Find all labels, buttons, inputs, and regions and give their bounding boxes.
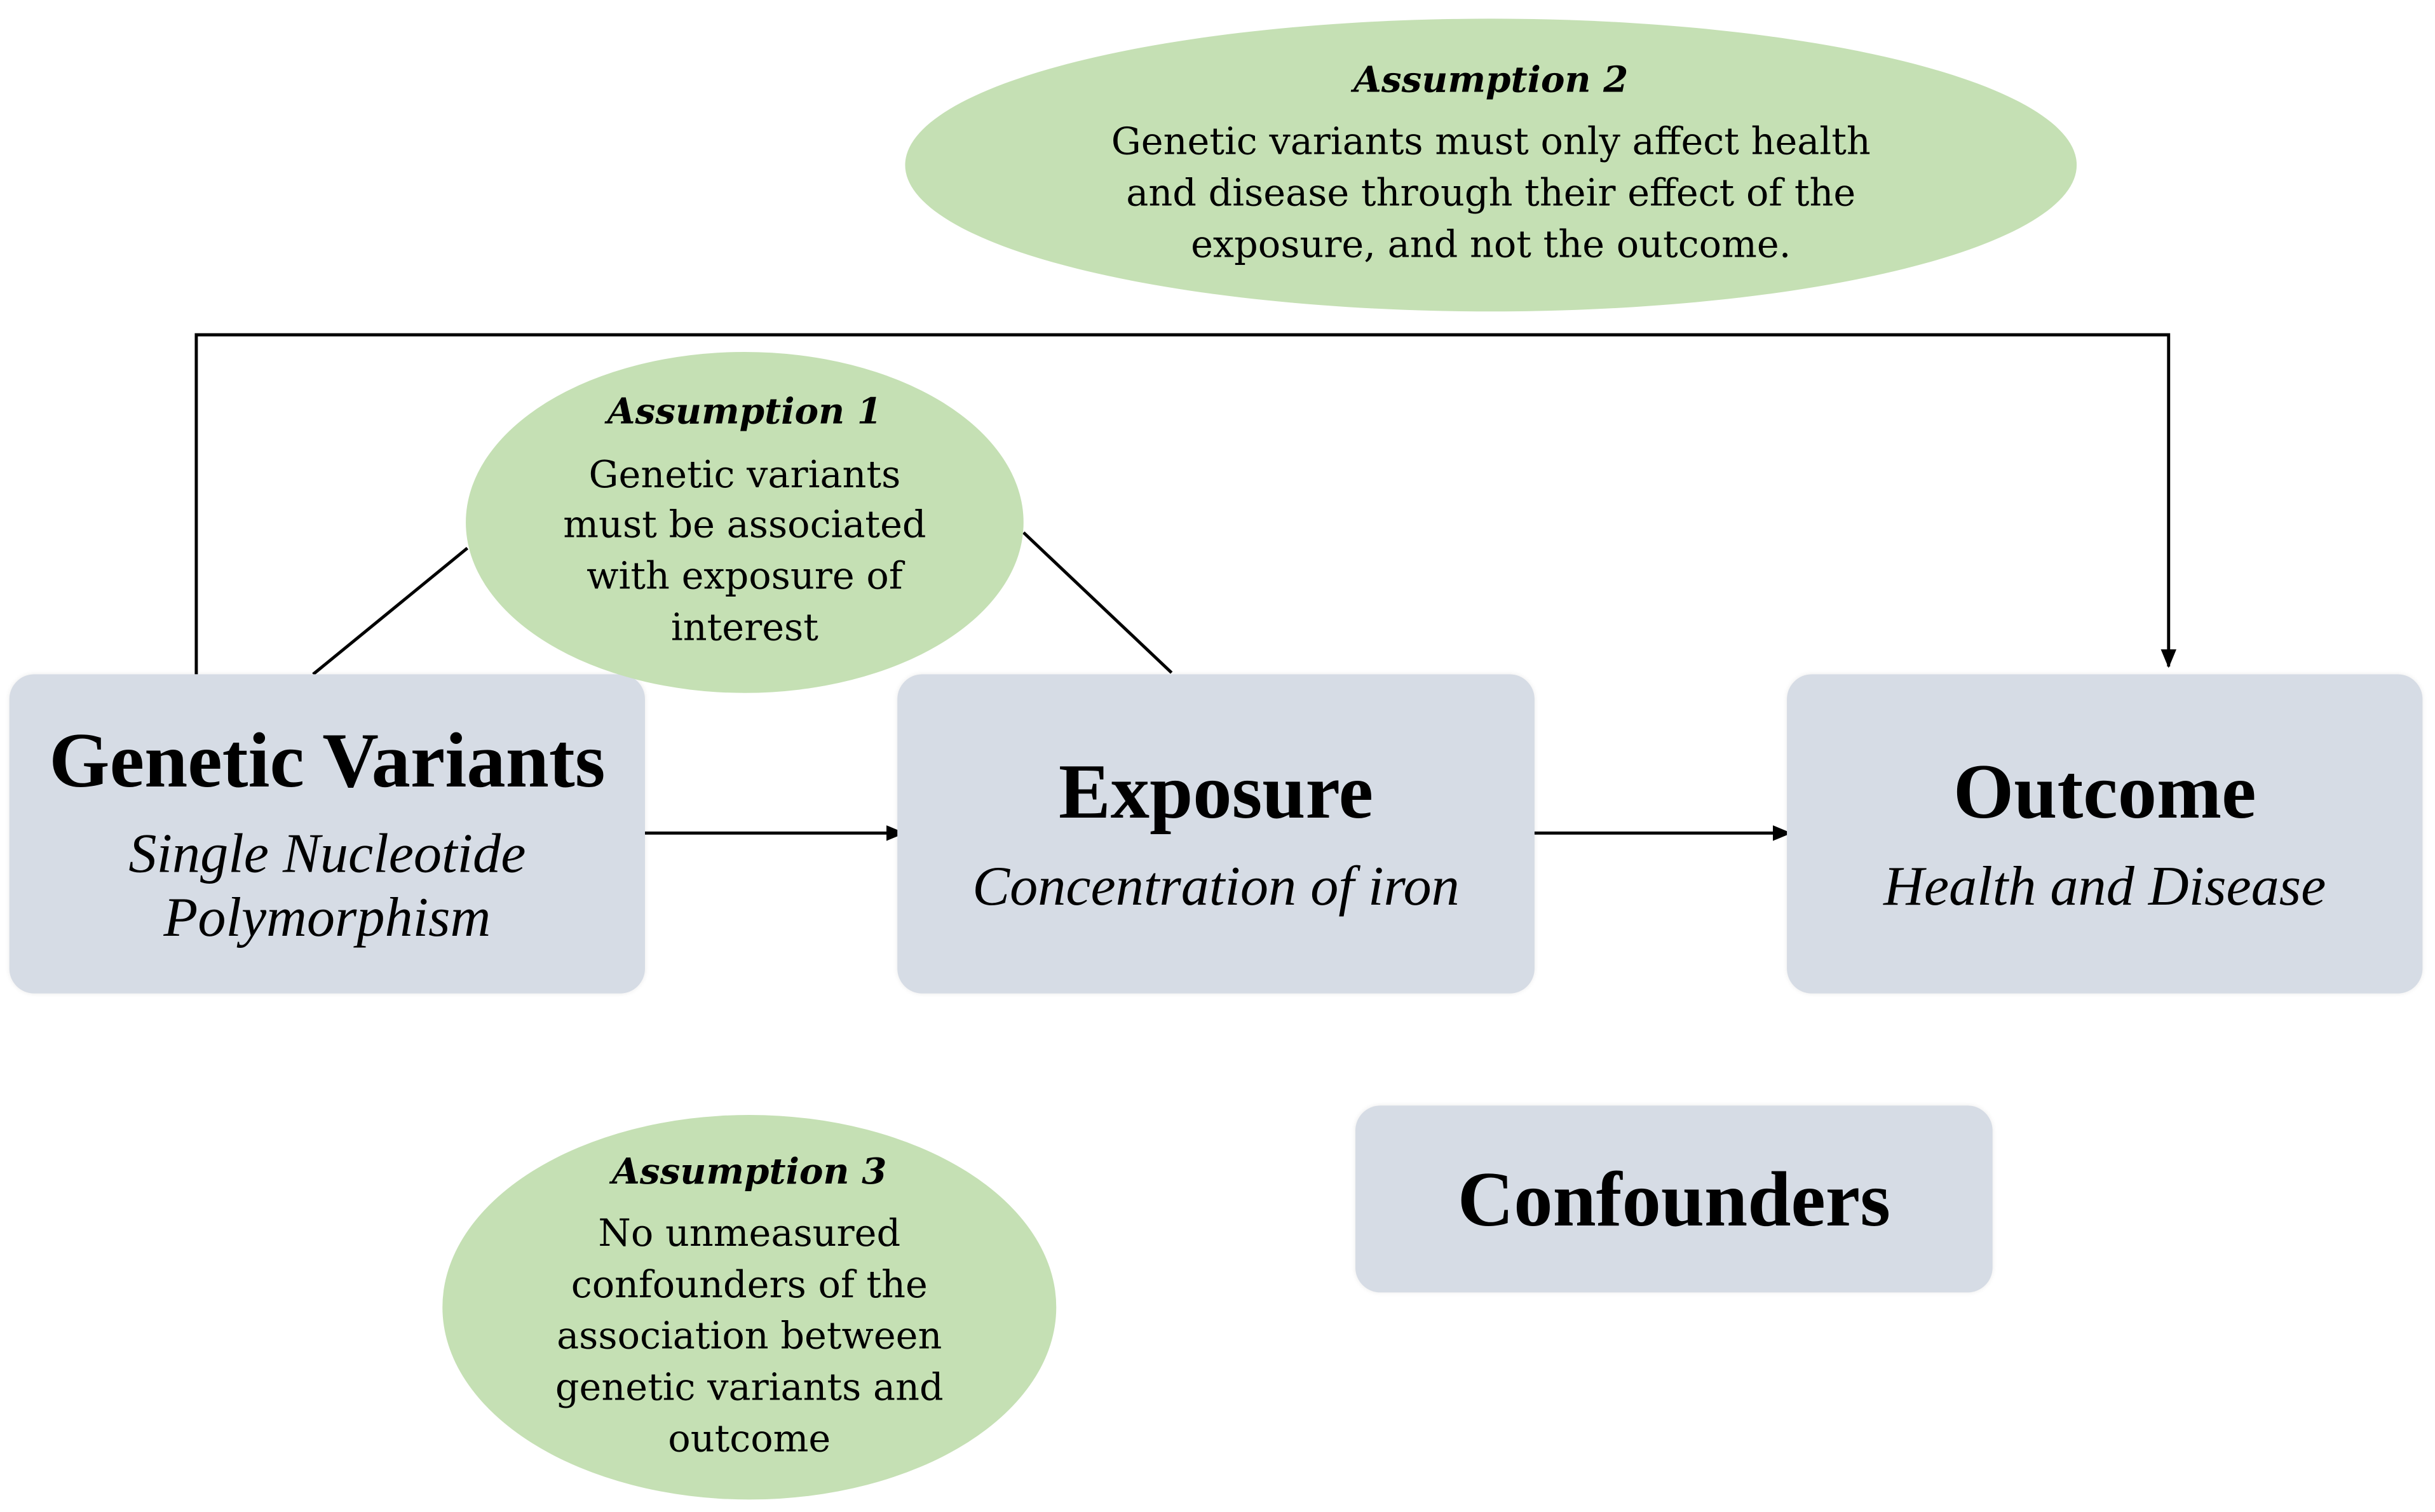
arrow-genetic-to-outcome-top bbox=[194, 333, 2177, 675]
exposure-box: Exposure Concentration of iron bbox=[897, 674, 1535, 994]
genetic-variants-box: Genetic Variants Single Nucleotide Polym… bbox=[9, 674, 646, 994]
assumption-1-ellipse: Assumption 1 Genetic variants must be as… bbox=[466, 351, 1024, 693]
assumption-2-ellipse: Assumption 2 Genetic variants must only … bbox=[905, 18, 2077, 312]
assumption-3-title: Assumption 3 bbox=[612, 1150, 887, 1192]
genetic-variants-title: Genetic Variants bbox=[49, 716, 606, 804]
assumption-3-text: No unmeasured confounders of the associa… bbox=[555, 1212, 944, 1461]
genetic-variants-subtitle: Single Nucleotide Polymorphism bbox=[128, 823, 526, 948]
outcome-box: Outcome Health and Disease bbox=[1787, 674, 2423, 994]
assumption-1-text: Genetic variants must be associated with… bbox=[563, 452, 926, 650]
confounders-title: Confounders bbox=[1457, 1155, 1890, 1243]
confounders-box: Confounders bbox=[1355, 1105, 1993, 1293]
assumption-3-ellipse: Assumption 3 No unmeasured confounders o… bbox=[442, 1114, 1057, 1500]
assumption-1-title: Assumption 1 bbox=[607, 391, 883, 433]
outcome-subtitle: Health and Disease bbox=[1883, 854, 2326, 917]
exposure-subtitle: Concentration of iron bbox=[972, 854, 1460, 917]
exposure-title: Exposure bbox=[1059, 747, 1374, 835]
line-assumption1-to-exposure bbox=[1022, 531, 1173, 674]
assumption-2-text: Genetic variants must only affect health… bbox=[1111, 120, 1871, 267]
line-assumption1-to-genetic bbox=[312, 546, 469, 676]
assumption-2-title: Assumption 2 bbox=[1353, 58, 1629, 102]
outcome-title: Outcome bbox=[1953, 747, 2256, 835]
